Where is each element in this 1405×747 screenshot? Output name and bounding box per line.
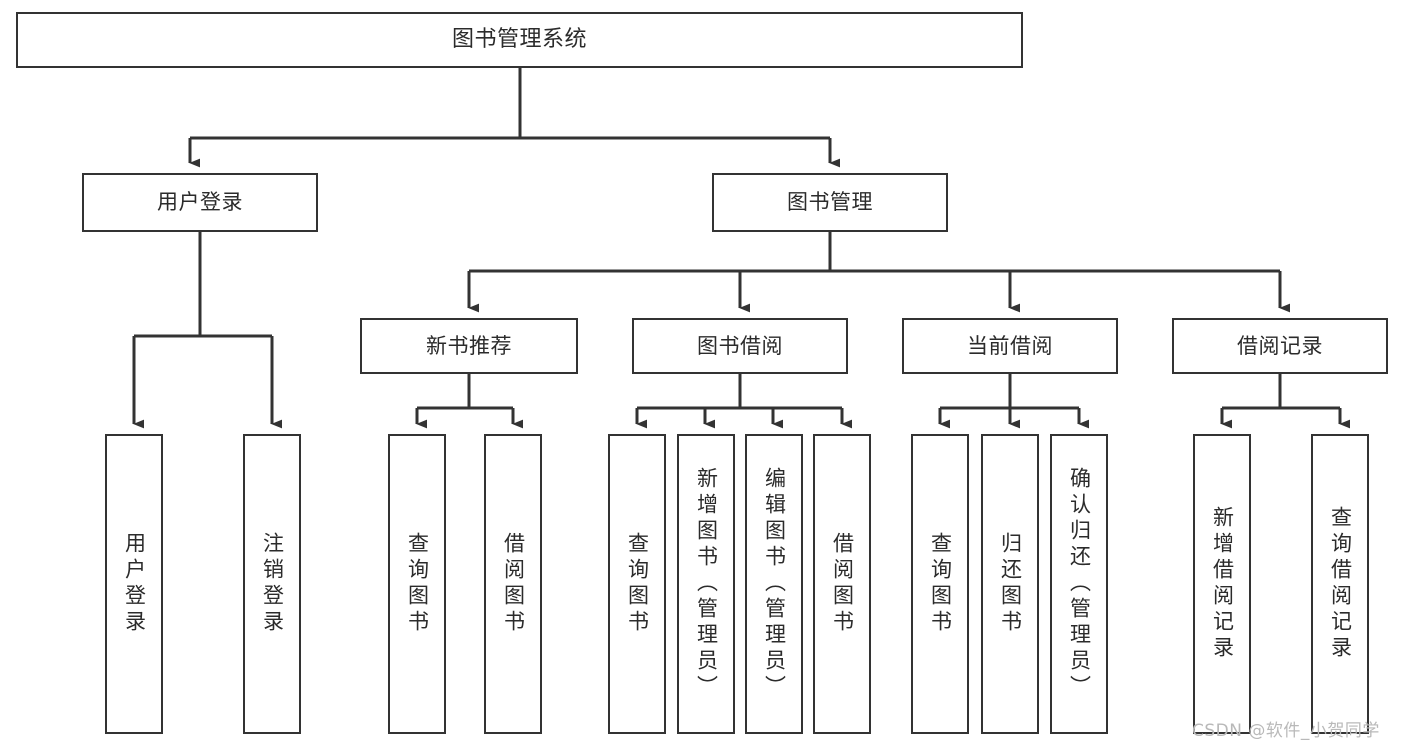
node-label: 查询图书 (625, 532, 650, 636)
leaf-add-borrow-record[interactable]: 新增借阅记录 (1193, 434, 1251, 734)
node-label: 新增借阅记录 (1210, 506, 1235, 662)
node-label: 用户登录 (122, 532, 147, 636)
node-label: 编辑图书（管理员） (762, 467, 787, 701)
node-book-borrow[interactable]: 图书借阅 (632, 318, 848, 374)
node-label: 归还图书 (998, 532, 1023, 636)
node-label: 查询图书 (928, 532, 953, 636)
leaf-query-borrow-record[interactable]: 查询借阅记录 (1311, 434, 1369, 734)
node-label: 用户登录 (157, 190, 243, 215)
watermark-text: CSDN @软件_小贺同学 (1192, 721, 1380, 741)
node-label: 新增图书（管理员） (694, 467, 719, 701)
node-label: 借阅记录 (1237, 333, 1323, 358)
leaf-query-book-current[interactable]: 查询图书 (911, 434, 969, 734)
leaf-return-book[interactable]: 归还图书 (981, 434, 1039, 734)
node-label: 借阅图书 (501, 532, 526, 636)
node-new-book-recommend[interactable]: 新书推荐 (360, 318, 578, 374)
node-label: 查询图书 (405, 532, 430, 636)
node-label: 图书管理系统 (451, 27, 587, 53)
leaf-borrow-book-borrow[interactable]: 借阅图书 (813, 434, 871, 734)
node-label: 确认归还（管理员） (1067, 467, 1092, 701)
node-label: 注销登录 (260, 532, 285, 636)
leaf-query-book-new-recommend[interactable]: 查询图书 (388, 434, 446, 734)
node-current-borrow[interactable]: 当前借阅 (902, 318, 1118, 374)
leaf-edit-book-admin[interactable]: 编辑图书（管理员） (745, 434, 803, 734)
node-user-login[interactable]: 用户登录 (82, 173, 318, 232)
node-borrow-record[interactable]: 借阅记录 (1172, 318, 1388, 374)
node-label: 借阅图书 (830, 532, 855, 636)
leaf-user-login[interactable]: 用户登录 (105, 434, 163, 734)
node-label: 查询借阅记录 (1328, 506, 1353, 662)
node-root-book-management-system[interactable]: 图书管理系统 (16, 12, 1023, 68)
node-label: 当前借阅 (967, 333, 1053, 358)
leaf-borrow-book-new-recommend[interactable]: 借阅图书 (484, 434, 542, 734)
node-label: 图书管理 (787, 190, 873, 215)
leaf-confirm-return-admin[interactable]: 确认归还（管理员） (1050, 434, 1108, 734)
node-book-management[interactable]: 图书管理 (712, 173, 948, 232)
leaf-add-book-admin[interactable]: 新增图书（管理员） (677, 434, 735, 734)
leaf-query-book-borrow[interactable]: 查询图书 (608, 434, 666, 734)
node-label: 新书推荐 (426, 333, 512, 358)
leaf-logout[interactable]: 注销登录 (243, 434, 301, 734)
node-label: 图书借阅 (697, 333, 783, 358)
